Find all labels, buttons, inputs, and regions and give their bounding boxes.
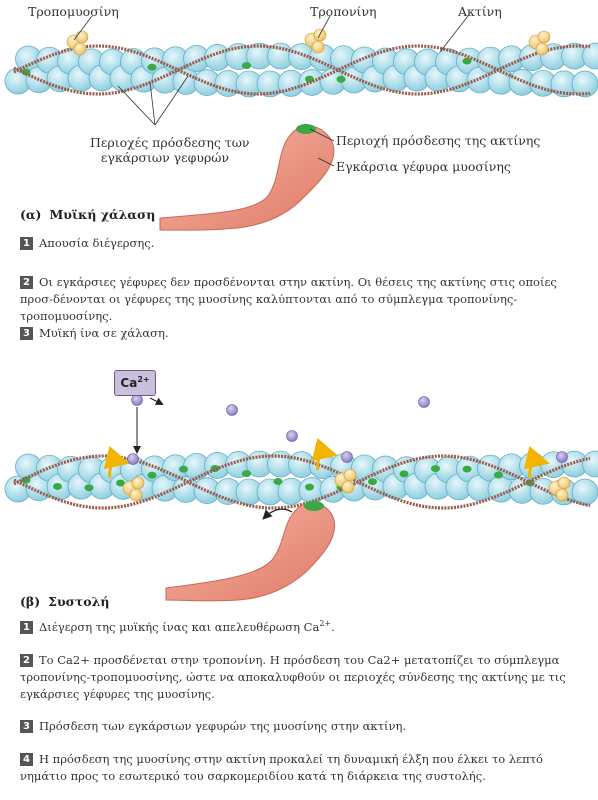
step-number-badge: 3 (20, 720, 33, 733)
calcium-symbol: Ca (120, 376, 137, 390)
step-text-rest: . (331, 620, 335, 634)
binding-site-icon (274, 478, 283, 485)
calcium-ion-icon (419, 397, 430, 408)
myosin-head-contracted (166, 501, 335, 601)
step-number-badge: 4 (20, 753, 33, 766)
label-actin-binding-site: Περιοχή πρόσδεσης της ακτίνης (336, 133, 540, 148)
step-a2: 2Οι εγκάρσιες γέφυρες δεν προσδένονται σ… (20, 274, 580, 325)
section-title-contraction: (β) Συστολή (20, 594, 109, 609)
binding-site-icon (431, 465, 440, 472)
label-binding-sites-line2: εγκάρσιων γεφυρών (90, 150, 240, 165)
label-myosin-cross-bridge: Εγκάρσια γέφυρα μυοσίνης (336, 159, 511, 174)
binding-site-icon (53, 483, 62, 490)
step-text: Απουσία διέγερσης. (39, 236, 154, 250)
step-b3: 3 Πρόσδεση των εγκάρσιων γεφυρών της μυοσ… (20, 718, 580, 735)
section-title-relaxation: (α) Μυϊκή χάλαση (20, 207, 155, 222)
binding-site-icon (242, 62, 251, 69)
calcium-ion-icon (557, 452, 568, 463)
binding-site-icon (148, 472, 157, 479)
myosin-binding-site-icon (296, 124, 316, 134)
power-stroke-arrow-icon (264, 509, 292, 518)
binding-site-icon (242, 470, 251, 477)
label-troponin: Τροπονίνη (310, 4, 377, 19)
section-tag-a: (α) (20, 207, 41, 222)
step-number-badge: 2 (20, 654, 33, 667)
binding-site-icon (305, 484, 314, 491)
label-actin: Ακτίνη (458, 4, 502, 19)
binding-site-icon (463, 58, 472, 65)
label-binding-sites-line1: Περιοχές πρόσδεσης των (90, 135, 240, 150)
calcium-ion-label: Ca2+ (114, 370, 156, 396)
calcium-ion-icon (342, 452, 353, 463)
calcium-ion-icon (128, 454, 139, 465)
calcium-ion-icon (287, 431, 298, 442)
binding-site-icon (148, 64, 157, 71)
binding-site-icon (368, 478, 377, 485)
section-title-a-text: Μυϊκή χάλαση (49, 207, 155, 222)
binding-site-icon (494, 472, 503, 479)
step-number-badge: 1 (20, 237, 33, 250)
calcium-ion-icon (227, 405, 238, 416)
label-binding-sites: Περιοχές πρόσδεσης των εγκάρσιων γεφυρών (90, 135, 240, 165)
step-text: Μυϊκή ίνα σε χάλαση. (39, 326, 169, 340)
binding-site-icon (179, 466, 188, 473)
calcium-arrows (137, 398, 162, 452)
section-title-b-text: Συστολή (48, 594, 109, 609)
step-b4: 4Η πρόσδεση της μυοσίνης στην ακτίνη προ… (20, 751, 580, 785)
step-number-badge: 3 (20, 327, 33, 340)
actin-bead (583, 43, 598, 69)
step-text: Το Ca2+ προσδένεται στην τροπονίνη. Η πρ… (20, 653, 566, 701)
step-b2: 2Το Ca2+ προσδένεται στην τροπονίνη. Η π… (20, 652, 580, 703)
step-a1: 1 Απουσία διέγερσης. (20, 235, 580, 252)
actin-bead (583, 451, 598, 477)
binding-site-icon (85, 484, 94, 491)
section-tag-b: (β) (20, 594, 40, 609)
calcium-diffuse-arrow-icon (150, 398, 162, 404)
thin-filament-relaxed (5, 29, 598, 97)
label-tropomyosin: Τροπομυοσίνη (28, 4, 119, 19)
binding-site-icon (400, 470, 409, 477)
step-text: Οι εγκάρσιες γέφυρες δεν προσδένονται στ… (20, 275, 557, 323)
step-text: Η πρόσδεση της μυοσίνης στην ακτίνη προκ… (20, 752, 543, 783)
step-text: Διέγερση της μυϊκής ίνας και απελευθέρωσ… (39, 620, 319, 634)
binding-site-icon (337, 76, 346, 83)
binding-site-icon (463, 466, 472, 473)
actin-bead (572, 479, 598, 505)
step-b1: 1 Διέγερση της μυϊκής ίνας και απελευθέρω… (20, 619, 580, 636)
step-a3: 3 Μυϊκή ίνα σε χάλαση. (20, 325, 580, 342)
myosin-binding-site-icon (304, 501, 324, 511)
step-number-badge: 1 (20, 621, 33, 634)
calcium-charge: 2+ (137, 375, 149, 384)
step-text-sup: 2+ (319, 619, 331, 628)
step-number-badge: 2 (20, 276, 33, 289)
thin-filament-contracted (5, 451, 598, 508)
step-text: Πρόσδεση των εγκάρσιων γεφυρών της μυοσί… (39, 719, 406, 733)
calcium-ion-icon (132, 395, 143, 406)
